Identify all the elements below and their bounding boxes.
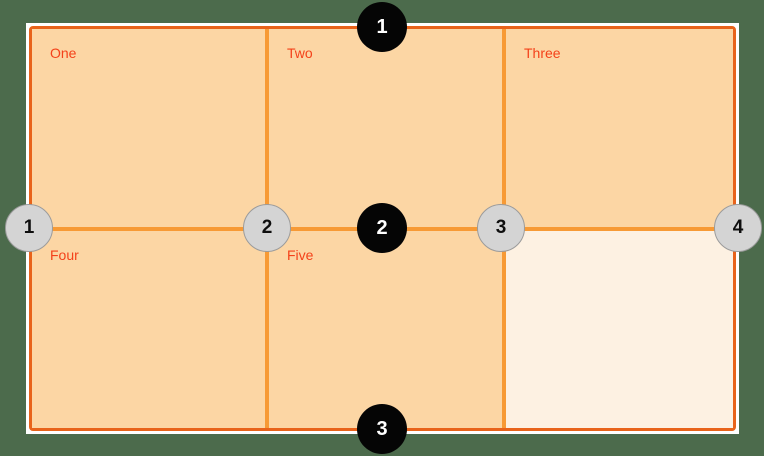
column-handle-label: 2 bbox=[261, 217, 273, 238]
column-handle-label: 1 bbox=[23, 217, 35, 238]
column-handle-3[interactable]: 3 bbox=[477, 204, 525, 252]
cell-label: Five bbox=[287, 247, 314, 263]
row-handle-2[interactable]: 2 bbox=[357, 203, 407, 253]
row-handle-3[interactable]: 3 bbox=[357, 404, 407, 454]
table-cell[interactable]: Three bbox=[506, 29, 733, 227]
table-cell[interactable]: Four bbox=[32, 231, 265, 428]
column-handle-label: 4 bbox=[732, 217, 744, 238]
column-handle-1[interactable]: 1 bbox=[5, 204, 53, 252]
table-cell-empty[interactable] bbox=[506, 231, 733, 428]
table-cell[interactable]: Two bbox=[269, 29, 502, 227]
row-handle-label: 2 bbox=[376, 216, 388, 239]
column-handle-4[interactable]: 4 bbox=[714, 204, 762, 252]
row-handle-1[interactable]: 1 bbox=[357, 2, 407, 52]
table-cell[interactable]: Five bbox=[269, 231, 502, 428]
table-cell[interactable]: One bbox=[32, 29, 265, 227]
column-handle-2[interactable]: 2 bbox=[243, 204, 291, 252]
cell-label: Two bbox=[287, 45, 313, 61]
cell-label: One bbox=[50, 45, 77, 61]
cell-label: Four bbox=[50, 247, 79, 263]
row-handle-label: 3 bbox=[376, 417, 388, 440]
cell-label: Three bbox=[524, 45, 561, 61]
row-handle-label: 1 bbox=[376, 15, 388, 38]
column-handle-label: 3 bbox=[495, 217, 507, 238]
